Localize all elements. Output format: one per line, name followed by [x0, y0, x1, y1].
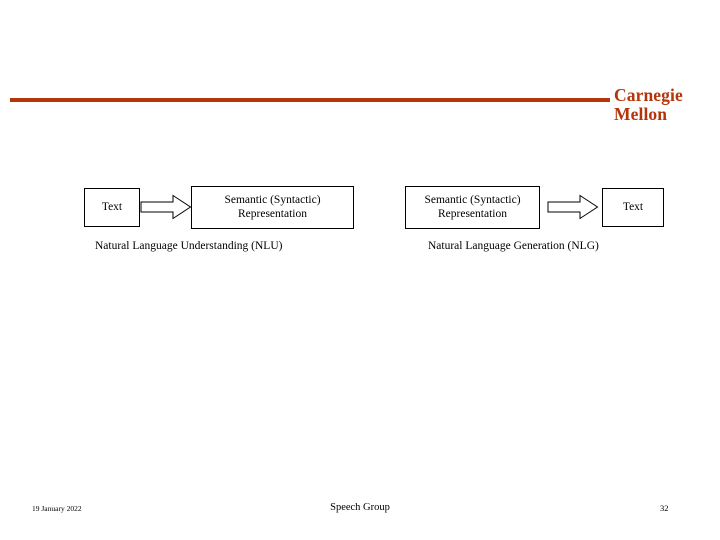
- arrow-right-icon-nlg: [547, 194, 599, 220]
- node-text-input: Text: [84, 188, 140, 227]
- node-text-input-label: Text: [101, 200, 123, 213]
- node-semantic-representation-left: Semantic (Syntactic) Representation: [191, 186, 354, 229]
- slide-number: 32: [660, 503, 669, 513]
- node-semantic-representation-left-label: Semantic (Syntactic) Representation: [224, 193, 321, 220]
- footer-center-label: Speech Group: [330, 502, 390, 513]
- caption-nlg: Natural Language Generation (NLG): [428, 240, 599, 252]
- node-semantic-representation-right-label: Semantic (Syntactic) Representation: [424, 193, 521, 220]
- caption-nlu: Natural Language Understanding (NLU): [95, 240, 283, 252]
- footer-date: 19 January 2022: [32, 504, 82, 513]
- node-text-output-label: Text: [622, 200, 644, 213]
- node-text-output: Text: [602, 188, 664, 227]
- node-semantic-representation-right: Semantic (Syntactic) Representation: [405, 186, 540, 229]
- carnegie-mellon-wordmark: Carnegie Mellon: [614, 86, 714, 124]
- brand-line-1: Carnegie: [614, 85, 683, 105]
- arrow-right-icon-nlu: [140, 194, 192, 220]
- header-divider: [10, 98, 610, 102]
- brand-line-2: Mellon: [614, 103, 668, 124]
